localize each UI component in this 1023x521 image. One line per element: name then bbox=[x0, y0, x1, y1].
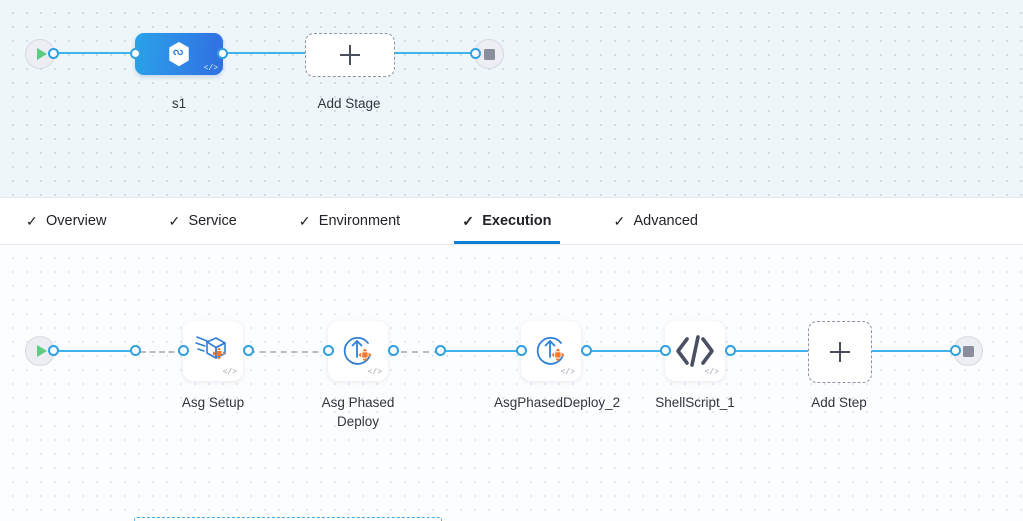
end-input-port[interactable] bbox=[470, 48, 481, 59]
step-shellscript-1-label: ShellScript_1 bbox=[655, 395, 735, 410]
step-asg-phased-deploy-2[interactable]: </> bbox=[521, 321, 581, 381]
add-stage-button[interactable] bbox=[305, 33, 395, 77]
edge-group-in-to-asgsetup bbox=[140, 351, 184, 353]
code-brackets-icon bbox=[676, 335, 714, 367]
add-stage-label: Add Stage bbox=[317, 96, 381, 111]
step-asg-phased-deploy-label: Asg Phased Deploy bbox=[321, 395, 395, 429]
tab-environment-label: Environment bbox=[318, 213, 401, 229]
asg-phased-deploy-input-port[interactable] bbox=[323, 345, 334, 356]
play-icon bbox=[36, 345, 47, 357]
edge-asgsetup-to-asgphased bbox=[249, 351, 329, 353]
asg-setup-icon bbox=[195, 336, 226, 360]
check-icon: ✓ bbox=[168, 213, 181, 229]
shellscript-code-badge[interactable]: </> bbox=[704, 368, 719, 377]
step-shellscript-1[interactable]: </> bbox=[665, 321, 725, 381]
check-icon: ✓ bbox=[462, 213, 474, 229]
tab-overview-label: Overview bbox=[46, 213, 107, 229]
edge-stage-to-addstage bbox=[220, 52, 310, 55]
edge-asgphased2-to-shellscript bbox=[585, 350, 667, 353]
edge-addstage-to-end bbox=[388, 52, 486, 55]
check-icon: ✓ bbox=[298, 213, 311, 229]
stage-config-tabs: ✓ Overview ✓ Service ✓ Environment ✓ Exe… bbox=[0, 197, 1023, 245]
asg-setup-input-port[interactable] bbox=[178, 345, 189, 356]
edge-addstep-to-end bbox=[872, 350, 958, 353]
tab-advanced-label: Advanced bbox=[633, 213, 699, 229]
infinity-hexagon-icon bbox=[169, 41, 189, 67]
tab-service-label: Service bbox=[188, 213, 237, 229]
execution-start-output-port[interactable] bbox=[48, 345, 59, 356]
check-icon: ✓ bbox=[613, 213, 626, 229]
edge-shellscript-to-addstep bbox=[728, 350, 810, 353]
tab-execution-label: Execution bbox=[482, 213, 552, 229]
stage-label: s1 bbox=[171, 96, 187, 111]
edge-start-to-stage bbox=[48, 52, 140, 55]
asg-phased-deploy-icon bbox=[536, 336, 565, 365]
stage-input-port[interactable] bbox=[130, 48, 141, 59]
stop-icon bbox=[962, 345, 974, 357]
edge-asgphased-to-group-out bbox=[390, 351, 440, 353]
tab-execution[interactable]: ✓ Execution bbox=[454, 198, 560, 244]
start-output-port[interactable] bbox=[48, 48, 59, 59]
asg-phased-deploy-icon bbox=[343, 336, 372, 365]
execution-end-input-port[interactable] bbox=[950, 345, 961, 356]
edge-group-to-asgphased2 bbox=[440, 350, 522, 353]
step-asg-setup-label: Asg Setup bbox=[181, 395, 245, 410]
step-asg-phased-deploy[interactable]: </> bbox=[328, 321, 388, 381]
asg-phased-deploy-code-badge[interactable]: </> bbox=[367, 368, 382, 377]
play-icon bbox=[36, 48, 47, 60]
stage-canvas[interactable]: </> s1 Add Stage bbox=[0, 0, 1023, 197]
shellscript-output-port[interactable] bbox=[725, 345, 736, 356]
step-asg-phased-deploy-2-label: AsgPhasedDeploy_2 bbox=[494, 395, 621, 410]
execution-canvas[interactable]: Canary Deployment bbox=[0, 245, 1023, 521]
step-asg-setup[interactable]: </> bbox=[183, 321, 243, 381]
add-step-label: Add Step bbox=[811, 395, 867, 410]
stop-icon bbox=[483, 48, 495, 60]
asg-phased-deploy-2-output-port[interactable] bbox=[581, 345, 592, 356]
pipeline-start-node[interactable] bbox=[25, 39, 55, 69]
stage-output-port[interactable] bbox=[217, 48, 228, 59]
asg-setup-code-badge[interactable]: </> bbox=[222, 368, 237, 377]
asg-setup-output-port[interactable] bbox=[243, 345, 254, 356]
tab-environment[interactable]: ✓ Environment bbox=[291, 198, 408, 244]
asg-phased-deploy-2-code-badge[interactable]: </> bbox=[560, 368, 575, 377]
tab-advanced[interactable]: ✓ Advanced bbox=[606, 198, 707, 244]
stage-node-s1[interactable]: </> bbox=[135, 33, 223, 75]
group-output-port[interactable] bbox=[435, 345, 446, 356]
asg-phased-deploy-output-port[interactable] bbox=[388, 345, 399, 356]
plus-icon bbox=[830, 342, 850, 362]
check-icon: ✓ bbox=[26, 213, 38, 229]
shellscript-input-port[interactable] bbox=[660, 345, 671, 356]
edge-start-to-group bbox=[48, 350, 138, 353]
asg-phased-deploy-2-input-port[interactable] bbox=[516, 345, 527, 356]
plus-icon bbox=[340, 45, 360, 65]
stage-code-badge[interactable]: </> bbox=[203, 64, 218, 73]
step-group-canary-deployment[interactable] bbox=[134, 517, 442, 521]
group-input-port[interactable] bbox=[130, 345, 141, 356]
tab-overview[interactable]: ✓ Overview bbox=[18, 198, 114, 244]
tab-service[interactable]: ✓ Service bbox=[160, 198, 244, 244]
add-step-button[interactable] bbox=[808, 321, 872, 383]
